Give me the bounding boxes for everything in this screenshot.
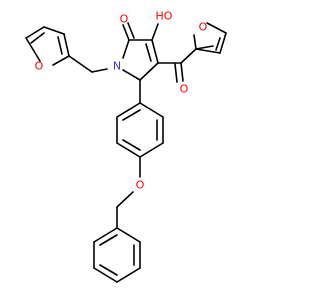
bond (139, 62, 159, 81)
bond-ketone-double (174, 63, 178, 83)
bond-methylene-2 (91, 68, 108, 73)
atom-labels: O O HO O O N O (35, 10, 208, 192)
bond (25, 26, 45, 39)
bond (145, 43, 152, 62)
bond (122, 39, 130, 59)
atom-label-o-ether: O (136, 179, 145, 192)
bond (139, 102, 164, 118)
bond (195, 45, 214, 50)
bond (122, 139, 141, 151)
bond (195, 48, 221, 54)
pyrrolone-ring (122, 39, 159, 81)
benzene-ring-central (116, 102, 164, 158)
bond (215, 37, 221, 51)
bond-hydroxyl (151, 23, 159, 41)
bond (122, 69, 141, 81)
molecule-canvas: O O HO O O N O (25, 9, 227, 283)
bond (30, 32, 45, 44)
bond-lactam-co (122, 24, 130, 41)
atom-label-o-furan-right: O (199, 21, 208, 34)
bond (63, 33, 70, 57)
bond (43, 26, 65, 35)
bond-carbonyl-furan (180, 48, 197, 64)
structure-diagram: O O HO O O N O (25, 10, 227, 283)
bond (52, 55, 70, 66)
bond-methylene-1 (68, 55, 93, 73)
bond (206, 22, 227, 34)
bond (193, 34, 197, 50)
bond (116, 142, 141, 158)
bond (122, 109, 141, 121)
bond (25, 37, 41, 62)
bond (93, 267, 118, 283)
atom-label-o-lactam: O (120, 13, 129, 26)
furan-ring-left (25, 26, 70, 66)
atom-label-o-ketone: O (180, 83, 189, 96)
atom-label-o-furan-left: O (35, 60, 44, 73)
bond (139, 142, 164, 158)
bond (93, 227, 118, 243)
bond-o-ch2 (116, 191, 134, 208)
atom-label-n: N (113, 60, 121, 73)
bond-lactam-co-double (127, 22, 135, 39)
bond-ketone (180, 62, 184, 82)
furan-ring-right (193, 22, 227, 54)
bond (116, 102, 141, 118)
bond (116, 227, 141, 243)
bond (99, 234, 118, 246)
bond (57, 36, 63, 55)
benzene-ring-benzyl (93, 227, 141, 283)
bond (219, 32, 227, 54)
atom-label-o-hydroxyl: HO (156, 10, 173, 23)
bond (116, 267, 141, 283)
bond (99, 264, 118, 276)
bond (151, 39, 159, 64)
